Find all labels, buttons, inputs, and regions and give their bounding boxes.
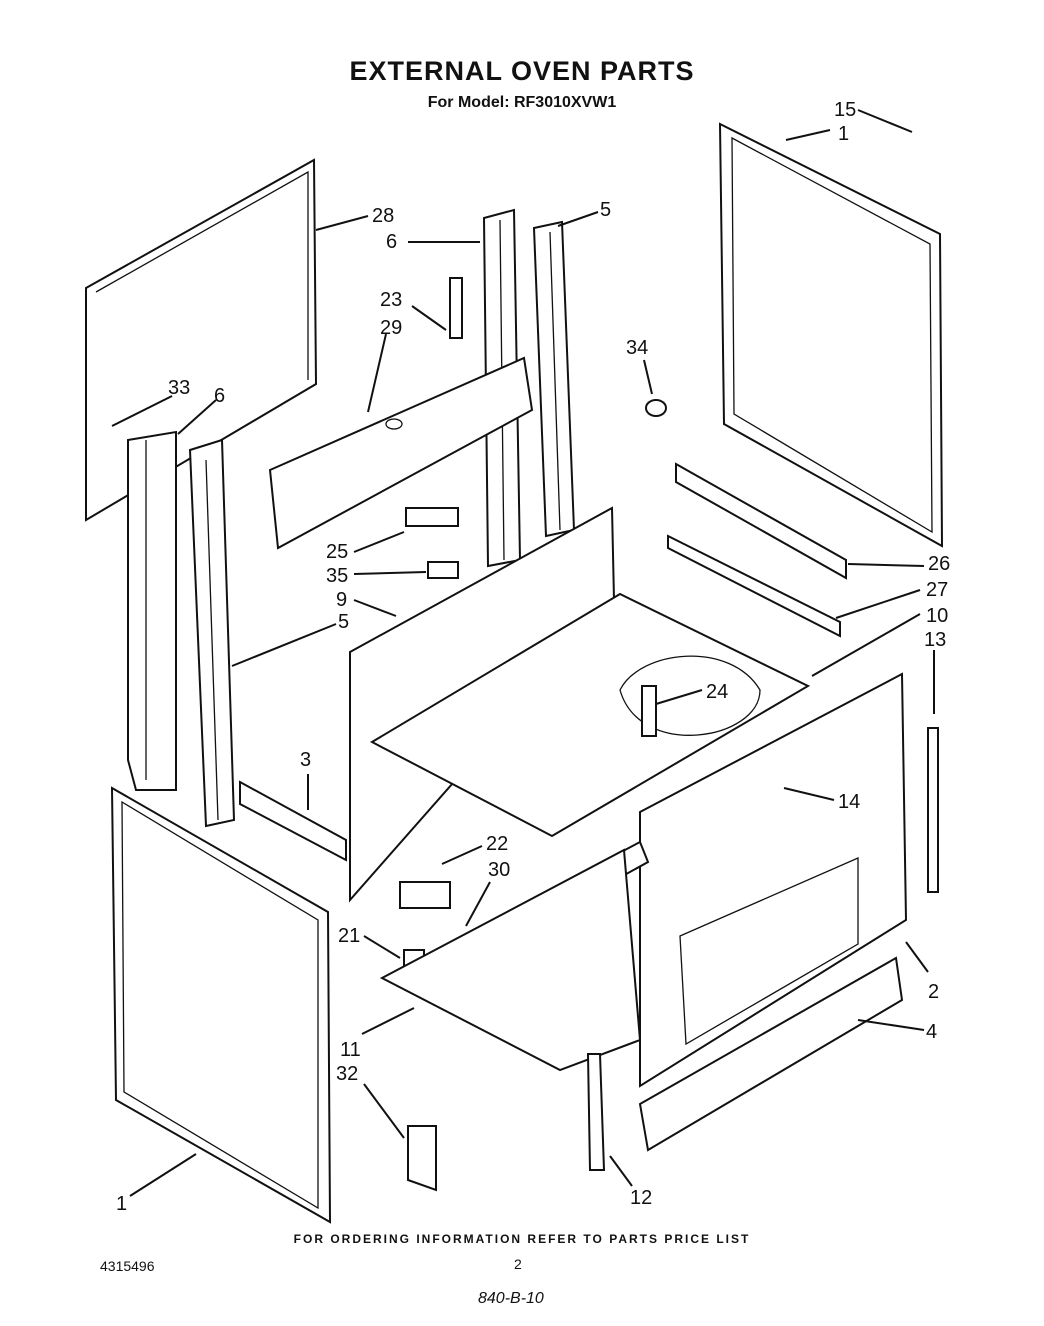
callout-label: 12 [630, 1187, 652, 1209]
callout-label: 1 [838, 123, 849, 145]
right-side-frame-part [639, 672, 908, 1088]
left-side-rail-part [188, 438, 236, 828]
bottom-panel-part [379, 848, 642, 1072]
callout-label: 21 [338, 925, 360, 947]
post-part [641, 685, 657, 737]
callout-label: 23 [380, 289, 402, 311]
callout-label: 6 [386, 231, 397, 253]
rail-part [667, 534, 841, 638]
callout-label: 13 [924, 629, 946, 651]
callout-label: 30 [488, 859, 510, 881]
callout-label: 15 [834, 99, 856, 121]
clip-part [407, 1125, 437, 1192]
callout-label: 22 [486, 833, 508, 855]
page-number: 2 [514, 1256, 522, 1272]
terminal-block-part [405, 507, 459, 527]
handwritten-code: 840-B-10 [478, 1290, 544, 1307]
page-title: EXTERNAL OVEN PARTS [349, 56, 695, 86]
ordering-info-footer: FOR ORDERING INFORMATION REFER TO PARTS … [293, 1232, 751, 1246]
right-upright-part [532, 220, 576, 538]
left-side-channel-part [127, 430, 177, 791]
callout-label: 26 [928, 553, 950, 575]
callout-label: 27 [926, 579, 948, 601]
lower-left-door-frame-part [110, 786, 332, 1224]
control-bracket-part [268, 356, 534, 550]
strip-part [449, 277, 463, 339]
callout-label: 11 [340, 1039, 361, 1061]
latch-part [586, 1053, 606, 1171]
lower-rail-part [638, 956, 904, 1152]
callout-label: 6 [214, 385, 225, 407]
callout-label: 25 [326, 541, 348, 563]
callout-label: 10 [926, 605, 948, 627]
callout-label: 9 [336, 589, 347, 611]
model-subtitle: For Model: RF3010XVW1 [427, 94, 617, 111]
callout-label: 29 [380, 317, 402, 339]
callout-label: 28 [372, 205, 394, 227]
callout-label: 2 [928, 981, 939, 1003]
callout-label: 14 [838, 791, 860, 813]
back-panel-part [85, 158, 318, 522]
leader-lines [111, 109, 935, 1197]
callout-labels: 15 1 28 6 5 23 29 34 33 6 25 35 26 9 27 … [116, 99, 950, 1215]
callout-label: 3 [300, 749, 311, 771]
plug-part [645, 399, 667, 417]
strip-part [239, 780, 347, 862]
small-bracket-part [427, 561, 459, 579]
upper-right-frame-part [718, 122, 944, 548]
top-panel-part [369, 592, 811, 838]
callout-label: 4 [926, 1021, 937, 1043]
document-number: 4315496 [100, 1258, 155, 1274]
callout-label: 5 [600, 199, 611, 221]
callout-label: 5 [338, 611, 349, 633]
callout-label: 1 [116, 1193, 127, 1215]
trim-strip-part [927, 727, 939, 893]
callout-label: 34 [626, 337, 648, 359]
callout-label: 32 [336, 1063, 358, 1085]
callout-label: 24 [706, 681, 728, 703]
bracket-part [399, 881, 451, 909]
rail-part [675, 462, 847, 580]
callout-label: 35 [326, 565, 348, 587]
callout-label: 33 [168, 377, 190, 399]
